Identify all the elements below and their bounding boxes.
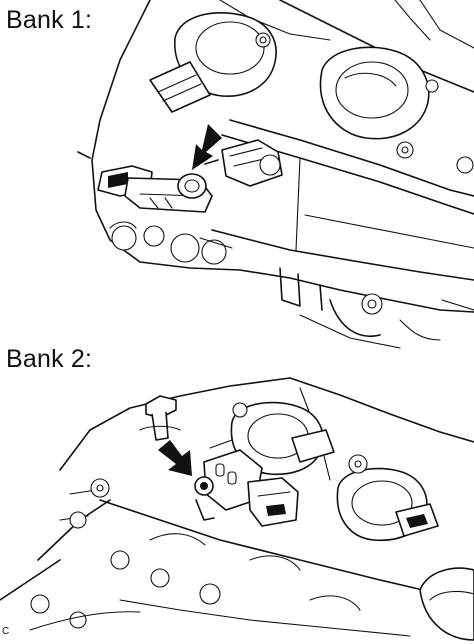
bank-1-label: Bank 1: bbox=[6, 6, 93, 34]
ignition-coil-5 bbox=[419, 567, 474, 641]
removal-arrow-bank-1 bbox=[192, 124, 222, 170]
bank-2-label: Bank 2: bbox=[6, 345, 93, 373]
removal-arrow-bank-2 bbox=[158, 440, 192, 476]
camshaft-sensor-bank-2 bbox=[194, 449, 299, 527]
ignition-coil-2 bbox=[319, 46, 474, 174]
bank-2-drawing bbox=[0, 377, 474, 641]
lower-engine-parts-bank-1 bbox=[109, 221, 474, 349]
figure-code: C bbox=[2, 626, 10, 637]
ignition-coil-1 bbox=[149, 12, 277, 113]
lower-engine-parts-bank-2 bbox=[29, 454, 368, 631]
harness-connector bbox=[204, 139, 283, 187]
bank-1-drawing bbox=[77, 0, 474, 349]
ignition-coil-4 bbox=[336, 467, 439, 542]
ignition-coil-3 bbox=[209, 401, 335, 476]
spark-plug-tube bbox=[139, 395, 181, 441]
camshaft-sensor-bank-1 bbox=[77, 151, 213, 213]
